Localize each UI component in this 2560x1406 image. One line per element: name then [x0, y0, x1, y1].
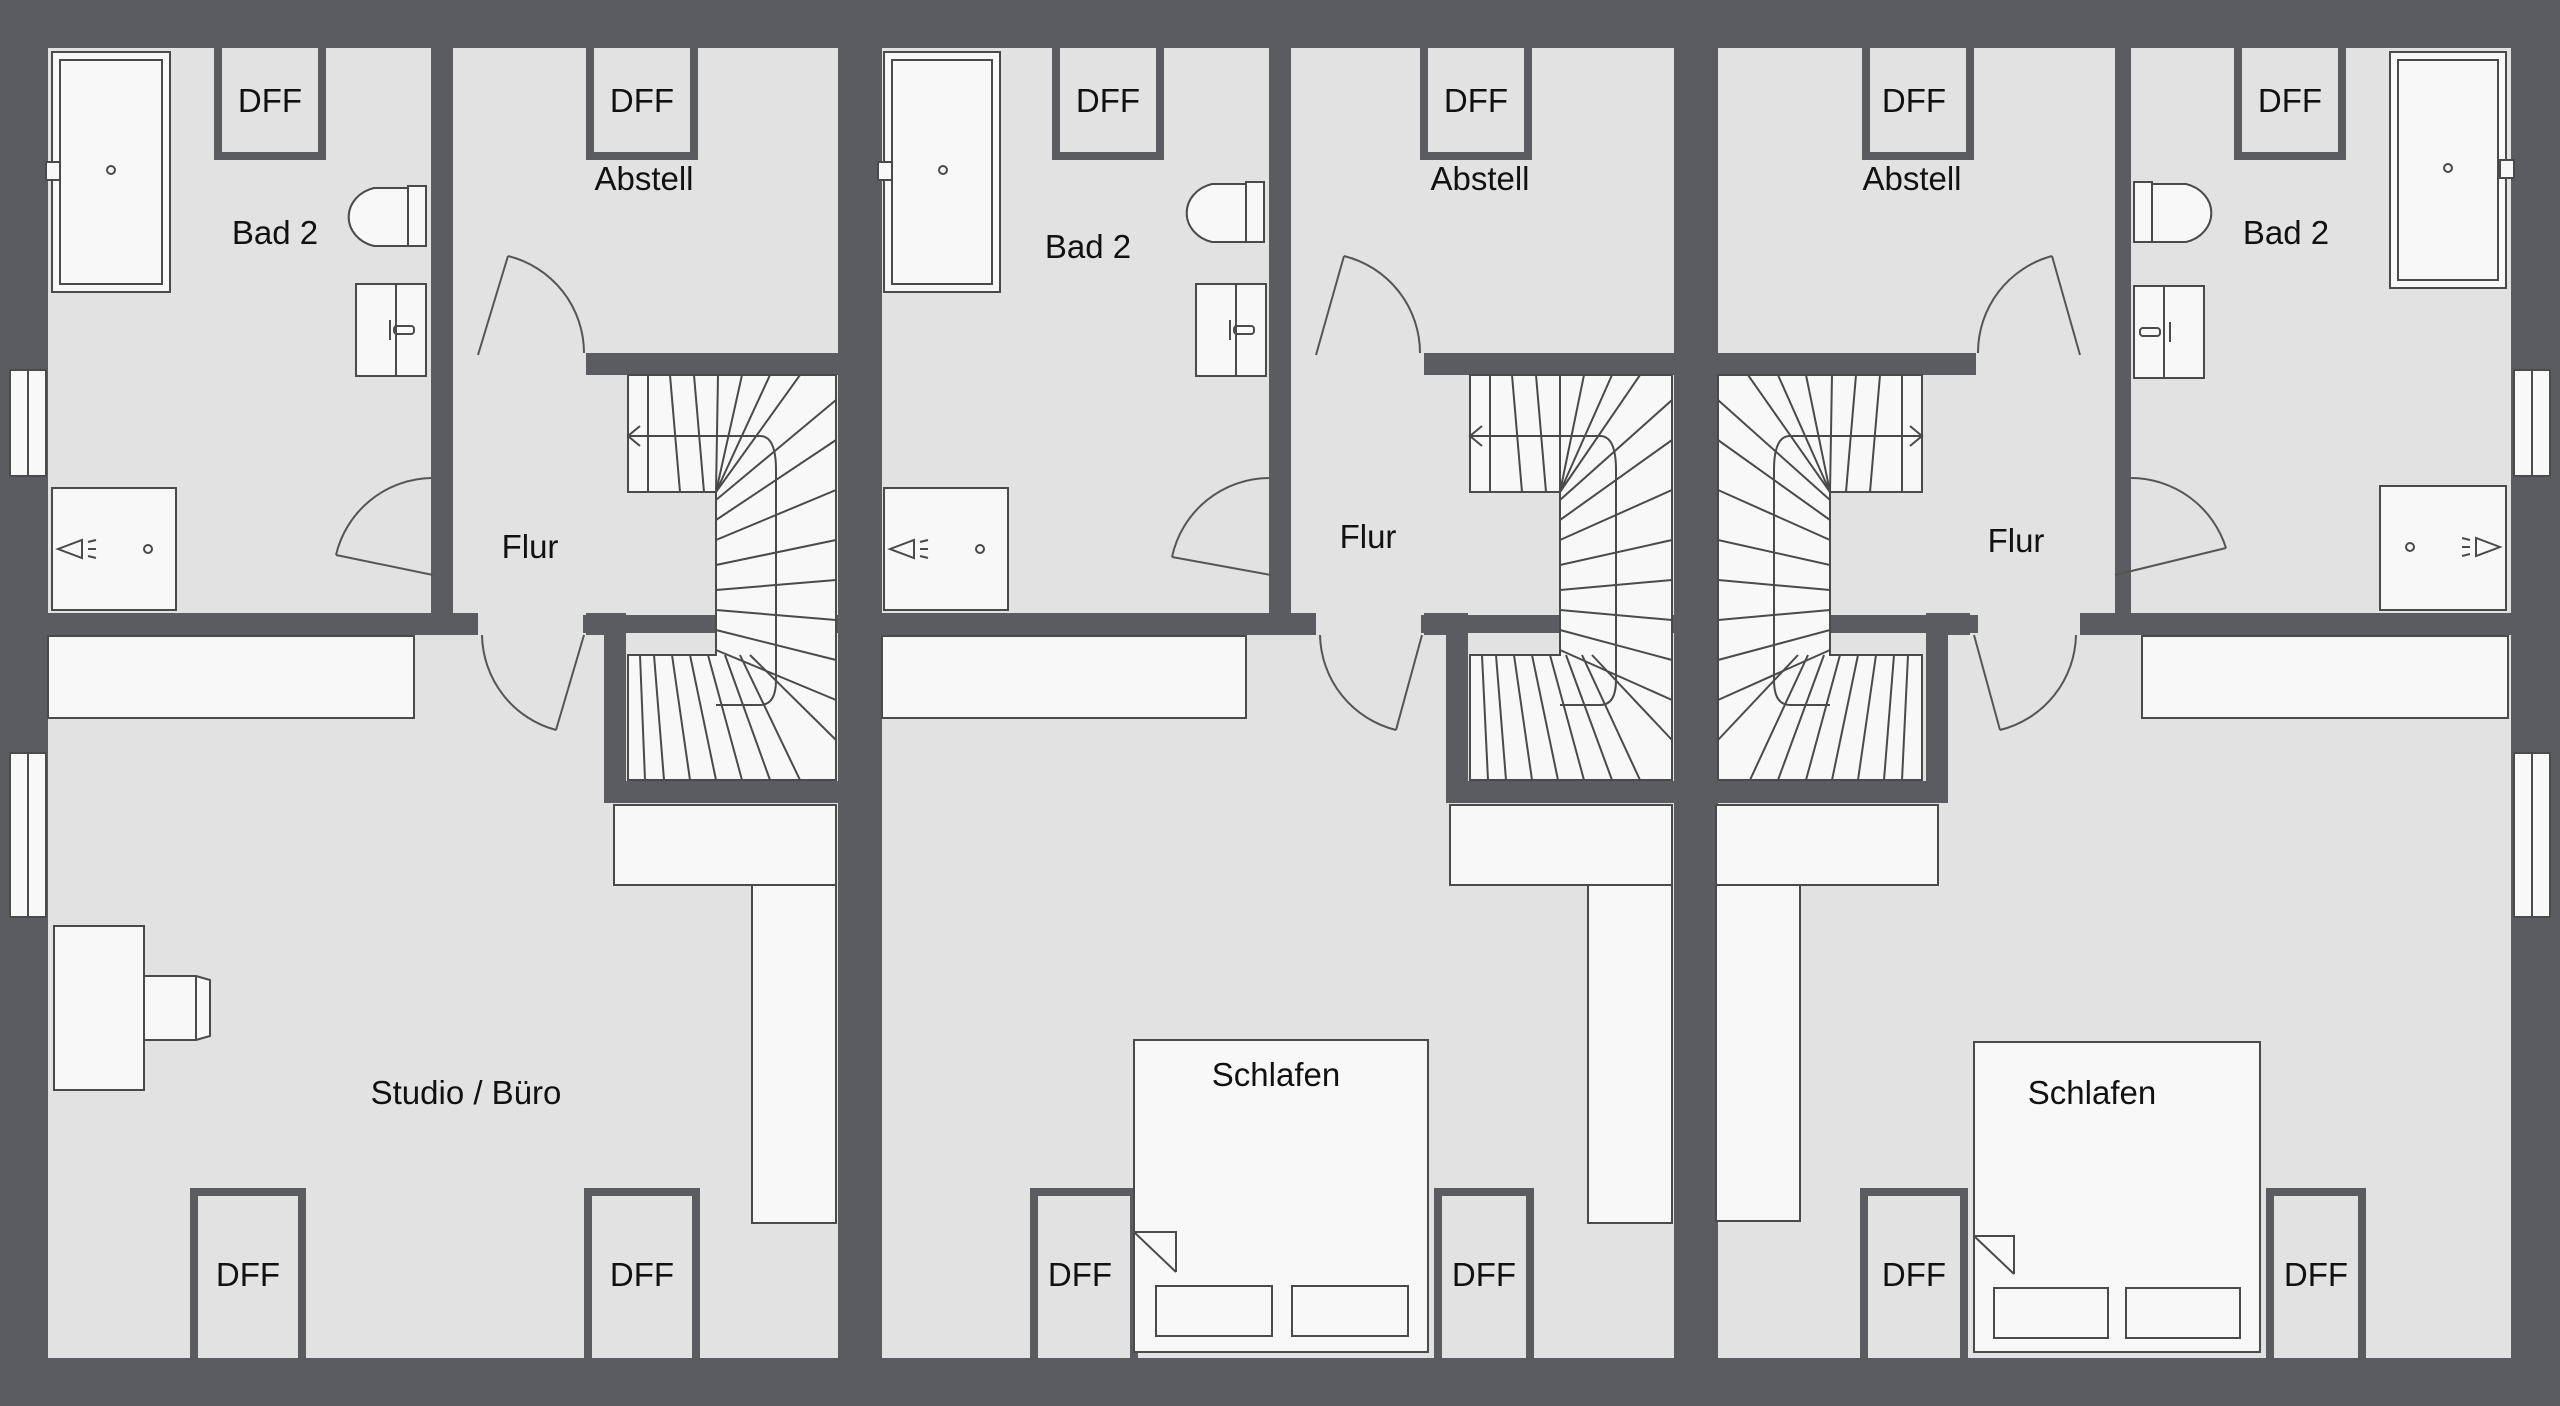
u3-skylight-4-label: DFF [2284, 1256, 2348, 1293]
bathtub-icon [877, 51, 1001, 293]
u2-hall-link [1291, 615, 1421, 633]
window-icon [9, 369, 47, 477]
cabinet-icon [1715, 884, 1801, 1222]
cabinet-icon [1587, 884, 1673, 1224]
u3-skylight-1-label: DFF [1882, 82, 1946, 119]
cabinet-icon [1715, 804, 1939, 886]
door-swing-icon [1319, 634, 1423, 731]
door-swing-icon [1976, 255, 2081, 356]
u2-skylight-1-label: DFF [1076, 82, 1140, 119]
u3-hall-label: Flur [1988, 522, 2045, 559]
door-swing-icon [1315, 255, 1421, 356]
u2-storage-label: Abstell [1430, 160, 1529, 197]
bed-icon [1133, 1039, 1429, 1353]
u1-skylight-4-label: DFF [610, 1256, 674, 1293]
u3-main-room-label: Schlafen [2028, 1074, 2156, 1111]
u1-skylight-1-label: DFF [238, 82, 302, 119]
cabinets [47, 635, 2509, 1224]
cabinet-icon [1449, 804, 1673, 886]
door-swing-icon [477, 255, 585, 356]
u3-skylight-3-label: DFF [1882, 1256, 1946, 1293]
cabinet-icon [613, 804, 837, 886]
bed-icon [1973, 1041, 2261, 1353]
u1-hall-link [453, 615, 583, 633]
window-icon [9, 752, 47, 918]
door-swing-icon [2114, 477, 2227, 576]
doors [335, 255, 2227, 731]
cabinet-icon [47, 635, 415, 719]
stairs [626, 374, 1924, 781]
u1-storage-label: Abstell [594, 160, 693, 197]
shower-icon [2379, 485, 2507, 611]
u3-skylight-2-label: DFF [2258, 82, 2322, 119]
u2-bath-label: Bad 2 [1045, 228, 1131, 265]
u1-skylight-3-label: DFF [216, 1256, 280, 1293]
cabinet-icon [2141, 635, 2509, 719]
bathtub-icon [2389, 51, 2515, 289]
desk-icon [53, 925, 211, 1091]
sink-icon [355, 283, 427, 377]
door-swing-icon [1171, 477, 1272, 576]
toilet-icon [2133, 181, 2213, 243]
toilet-icon [1185, 181, 1265, 243]
u2-hall-label: Flur [1340, 518, 1397, 555]
shower-icon [51, 487, 177, 611]
u3-storage-label: Abstell [1862, 160, 1961, 197]
u3-hall-link [1978, 615, 2108, 633]
u1-hall-label: Flur [502, 528, 559, 565]
door-swing-icon [335, 477, 434, 576]
labels: DFF DFF Abstell Bad 2 Flur Studio / Büro… [216, 82, 2348, 1293]
cabinet-icon [751, 884, 837, 1224]
u3-bath-label: Bad 2 [2243, 214, 2329, 251]
skylights [190, 48, 2366, 1358]
shower-icon [883, 487, 1009, 611]
stair-icon [626, 374, 837, 781]
u2-skylight-2-label: DFF [1444, 82, 1508, 119]
windows [9, 369, 2551, 918]
u1-skylight-2-label: DFF [610, 82, 674, 119]
bathtub-icon [45, 51, 171, 293]
stair-icon [1717, 374, 1924, 781]
window-icon [2513, 369, 2551, 477]
window-icon [2513, 752, 2551, 918]
door-swing-icon [1973, 634, 2077, 731]
bath-fixtures [45, 51, 2515, 611]
u1-bath-label: Bad 2 [232, 214, 318, 251]
toilet-icon [347, 185, 427, 247]
u1-main-room-label: Studio / Büro [371, 1074, 562, 1111]
cabinet-icon [881, 635, 1247, 719]
sink-icon [1195, 283, 1267, 377]
u2-skylight-3-label: DFF [1048, 1256, 1112, 1293]
u2-main-room-label: Schlafen [1212, 1056, 1340, 1093]
stair-icon [1468, 374, 1673, 781]
door-swing-icon [481, 634, 585, 731]
interior-walls [48, 48, 2511, 803]
u2-skylight-4-label: DFF [1452, 1256, 1516, 1293]
sink-icon [2133, 285, 2205, 379]
